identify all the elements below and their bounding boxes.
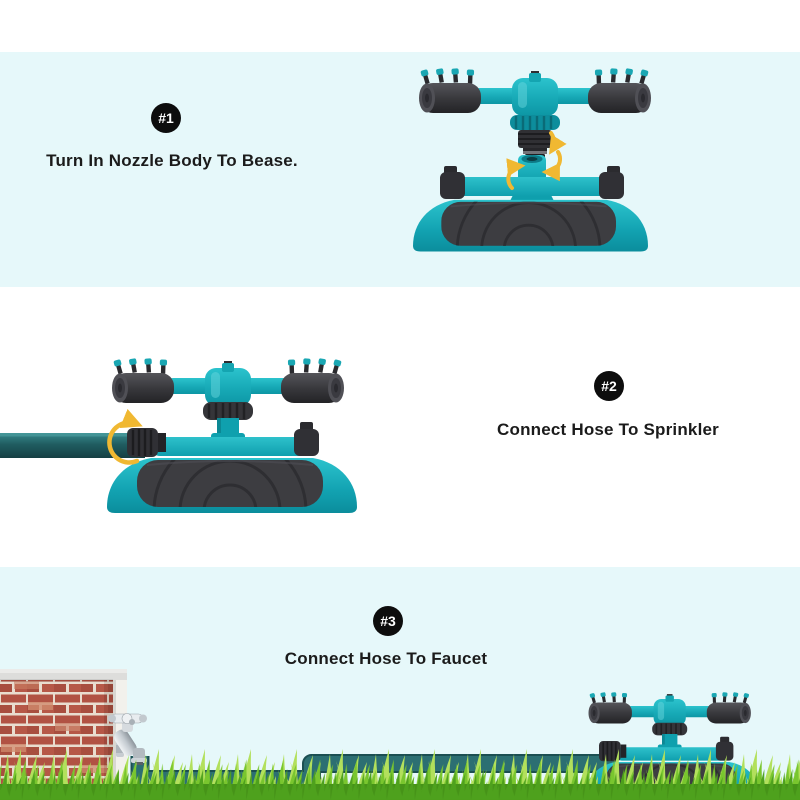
- step3-number-badge: #3: [373, 606, 403, 636]
- step1-instruction: Turn In Nozzle Body To Bease.: [46, 151, 298, 170]
- panel-step3: [0, 567, 800, 800]
- step2-number-badge: #2: [594, 371, 624, 401]
- step1-number-badge: #1: [151, 103, 181, 133]
- panel-step1: [0, 52, 800, 287]
- step2-instruction: Connect Hose To Sprinkler: [497, 420, 719, 439]
- step3-instruction: Connect Hose To Faucet: [284, 649, 488, 668]
